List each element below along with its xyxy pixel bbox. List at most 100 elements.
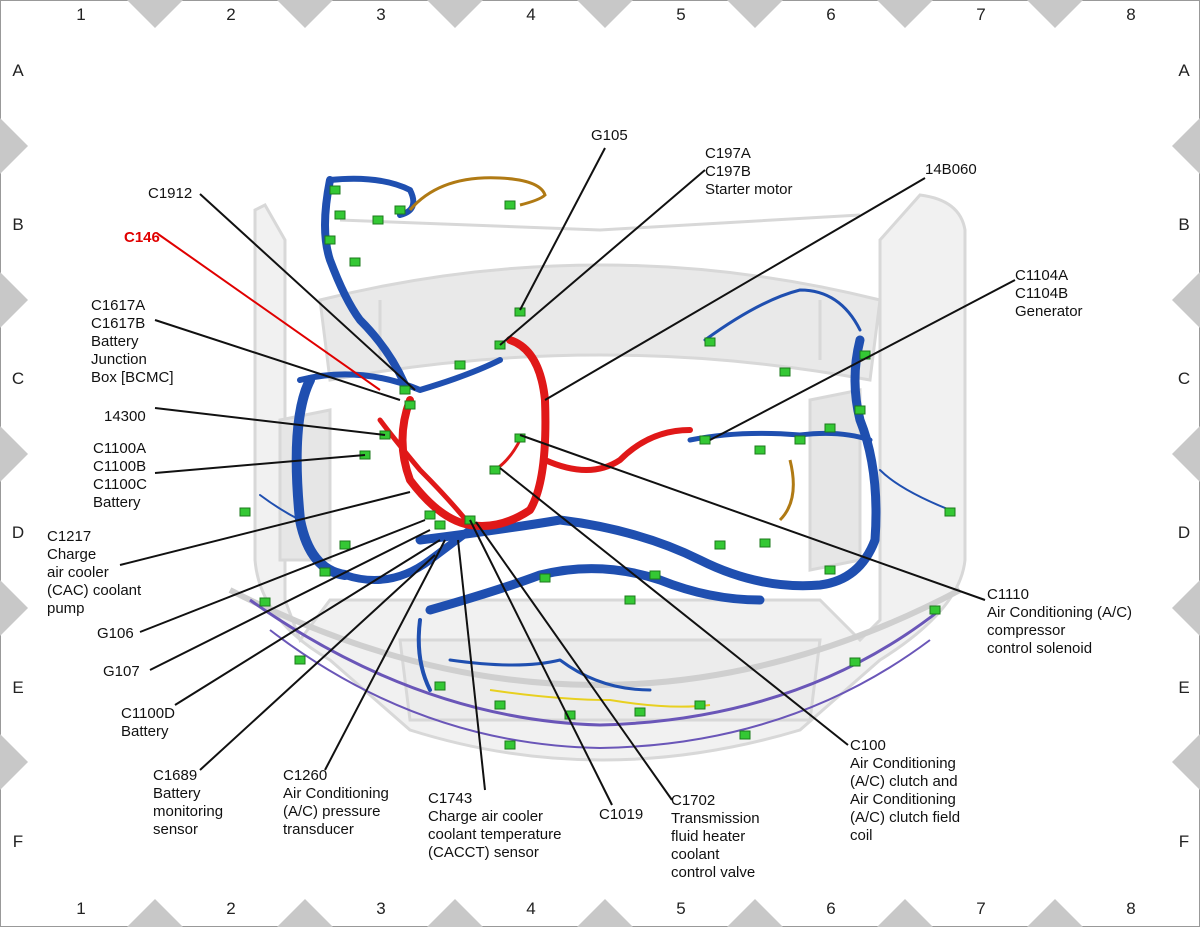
harness-connector xyxy=(339,540,351,550)
leader-lines xyxy=(119,147,1016,806)
col-label-top-3: 3 xyxy=(376,5,386,24)
harness-connector xyxy=(714,540,726,550)
leader-c1743 xyxy=(457,539,486,791)
callout-c100: C100 Air Conditioning (A/C) clutch and A… xyxy=(850,737,961,844)
harness-connector xyxy=(849,657,861,667)
harness-connector xyxy=(319,567,331,577)
harness-connector xyxy=(434,681,446,691)
col-label-bottom-4: 4 xyxy=(526,899,536,918)
border-diamond-right xyxy=(1172,734,1200,790)
harness-blue xyxy=(259,175,951,692)
harness-connector xyxy=(504,200,516,210)
border-diamond-top xyxy=(877,0,933,28)
harness-connector xyxy=(624,595,636,605)
harness-connector xyxy=(649,570,661,580)
harness-connector xyxy=(394,205,406,215)
row-label-right-a: A xyxy=(1178,61,1190,80)
callout-c1217: C1217 Charge air cooler (CAC) coolant pu… xyxy=(47,528,142,617)
leader-c1217 xyxy=(119,491,411,566)
leader-g107 xyxy=(149,529,431,671)
border-diamond-top xyxy=(577,0,633,28)
col-label-bottom-7: 7 xyxy=(976,899,986,918)
col-label-bottom-1: 1 xyxy=(76,899,86,918)
harness-connector xyxy=(694,700,706,710)
border-diamond-bottom xyxy=(877,899,933,932)
leader-c1104 xyxy=(709,279,1016,441)
callout-c197: C197A C197B Starter motor xyxy=(705,145,793,198)
callout-c1100d: C1100D Battery xyxy=(121,705,175,740)
harness-connector xyxy=(539,573,551,583)
harness-connector xyxy=(294,655,306,665)
row-label-left-f: F xyxy=(12,832,24,851)
col-label-top-6: 6 xyxy=(826,5,836,24)
callout-c1912: C1912 xyxy=(148,185,193,202)
row-label-right-c: C xyxy=(1177,369,1191,388)
harness-connector xyxy=(794,435,806,445)
border-diamond-right xyxy=(1172,580,1200,636)
harness-connector xyxy=(929,605,941,615)
harness-connector xyxy=(404,400,416,410)
leader-c1100d xyxy=(174,539,441,706)
leader-14300 xyxy=(154,407,386,436)
leader-c1617 xyxy=(154,319,401,401)
harness-connector xyxy=(854,405,866,415)
leader-g105 xyxy=(519,147,606,311)
harness-connector xyxy=(824,565,836,575)
harness-connector xyxy=(759,538,771,548)
harness-connector xyxy=(754,445,766,455)
callout-g107: G107 xyxy=(103,663,140,680)
callout-g105: G105 xyxy=(591,127,628,144)
row-label-right-b: B xyxy=(1178,215,1190,234)
harness-yellow xyxy=(489,689,711,708)
border-diamond-top xyxy=(1027,0,1083,28)
harness-connector xyxy=(634,707,646,717)
harness-connector xyxy=(504,740,516,750)
row-label-left-c: C xyxy=(11,369,25,388)
border-diamond-left xyxy=(0,118,28,174)
harness-connector xyxy=(329,185,341,195)
border-diamond-left xyxy=(0,272,28,328)
harness-connector xyxy=(779,367,791,377)
harness-connector xyxy=(424,510,436,520)
leader-c1100abc xyxy=(154,454,366,474)
border-diamond-left xyxy=(0,580,28,636)
border-diamond-bottom xyxy=(727,899,783,932)
harness-connector xyxy=(334,210,346,220)
harness-connector xyxy=(349,257,361,267)
row-label-right-e: E xyxy=(1178,678,1190,697)
leader-c1912 xyxy=(199,193,416,391)
row-label-left-b: B xyxy=(12,215,24,234)
leader-c146 xyxy=(157,233,381,391)
callout-c1110: C1110 Air Conditioning (A/C) compressor … xyxy=(987,586,1133,657)
callout-c1689: C1689 Battery monitoring sensor xyxy=(153,767,224,838)
border-diamond-left xyxy=(0,734,28,790)
col-label-top-1: 1 xyxy=(76,5,86,24)
leader-c1702 xyxy=(475,521,673,801)
harness-connector xyxy=(514,433,526,443)
col-label-top-8: 8 xyxy=(1126,5,1136,24)
vehicle-body xyxy=(228,193,967,762)
col-label-top-5: 5 xyxy=(676,5,686,24)
col-label-top-7: 7 xyxy=(976,5,986,24)
harness-connector xyxy=(259,597,271,607)
border-diamond-bottom xyxy=(1027,899,1083,932)
callout-c1104: C1104A C1104B Generator xyxy=(1015,267,1083,320)
border-diamond-right xyxy=(1172,272,1200,328)
leader-c1689 xyxy=(199,554,436,771)
harness-connector xyxy=(704,337,716,347)
border-diamond-right xyxy=(1172,426,1200,482)
callout-g106: G106 xyxy=(97,625,134,642)
harness-connector xyxy=(239,507,251,517)
callout-c1617: C1617A C1617B Battery Junction Box [BCMC… xyxy=(91,297,174,386)
border-diamond-top xyxy=(277,0,333,28)
harness-connector xyxy=(399,385,411,395)
callout-c1019: C1019 xyxy=(599,806,644,823)
leader-14b060 xyxy=(544,177,926,401)
border-diamond-right xyxy=(1172,118,1200,174)
harness-connector xyxy=(372,215,384,225)
harness-connector xyxy=(489,465,501,475)
connector-group xyxy=(239,185,956,750)
leader-c1260 xyxy=(324,539,446,771)
border-diamond-top xyxy=(127,0,183,28)
